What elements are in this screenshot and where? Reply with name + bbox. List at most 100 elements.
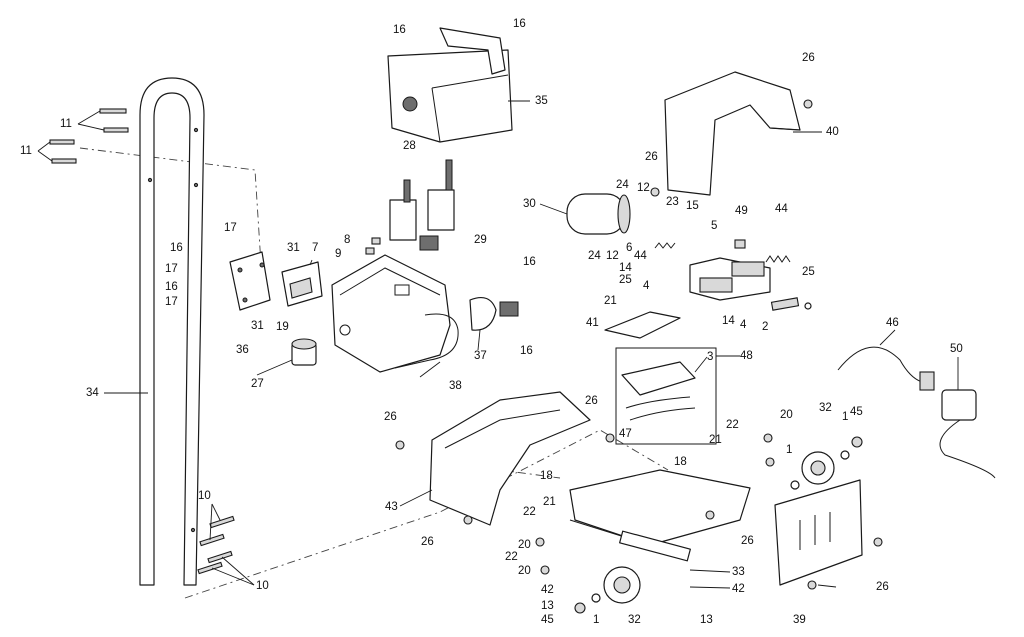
callout-49: 49 xyxy=(735,205,748,217)
callout-26: 26 xyxy=(645,151,658,163)
control-box xyxy=(331,254,459,373)
callout-41: 41 xyxy=(586,317,599,329)
callout-34: 34 xyxy=(86,387,99,399)
callout-13: 13 xyxy=(700,614,713,626)
callout-11: 11 xyxy=(60,118,72,130)
callout-16: 16 xyxy=(165,281,178,293)
callout-9: 9 xyxy=(335,248,341,260)
callout-17: 17 xyxy=(165,296,178,308)
callout-21: 21 xyxy=(543,496,556,508)
callout-35: 35 xyxy=(535,95,548,107)
callout-4: 4 xyxy=(643,280,650,292)
callout-44: 44 xyxy=(634,250,647,262)
pin xyxy=(770,297,800,311)
bracket xyxy=(604,311,681,339)
callout-18: 18 xyxy=(540,470,553,482)
callout-47: 47 xyxy=(619,428,632,440)
callout-31: 31 xyxy=(251,320,264,332)
callout-26: 26 xyxy=(585,395,598,407)
callout-5: 5 xyxy=(711,220,717,232)
callout-16: 16 xyxy=(523,256,536,268)
callout-16: 16 xyxy=(520,345,533,357)
bolts-11 xyxy=(49,108,129,164)
callout-45: 45 xyxy=(541,614,554,626)
callout-13: 13 xyxy=(541,600,554,612)
leader-lines xyxy=(37,100,959,589)
callout-labels: 11 11 17 16 17 16 17 31 7 31 36 19 27 34… xyxy=(20,18,963,626)
fasteners xyxy=(395,99,883,614)
assembly-guide-lines xyxy=(79,147,669,599)
callout-24: 24 xyxy=(588,250,601,262)
callout-42: 42 xyxy=(541,584,554,596)
callout-25: 25 xyxy=(802,266,815,278)
callout-42: 42 xyxy=(732,583,745,595)
callout-4: 4 xyxy=(740,319,747,331)
emergency-button xyxy=(469,297,497,331)
relay-block xyxy=(281,261,323,307)
callout-39: 39 xyxy=(793,614,806,626)
callout-22: 22 xyxy=(726,419,739,431)
springs xyxy=(654,242,791,263)
callout-33: 33 xyxy=(732,566,745,578)
callout-26: 26 xyxy=(802,52,815,64)
joystick-switches xyxy=(389,159,455,241)
callout-31: 31 xyxy=(287,242,300,254)
callout-2: 2 xyxy=(762,321,768,333)
small-switches xyxy=(365,235,519,317)
callout-17: 17 xyxy=(224,222,237,234)
callout-44: 44 xyxy=(775,203,788,215)
callout-40: 40 xyxy=(826,126,839,138)
callout-6: 6 xyxy=(626,242,632,254)
callout-10: 10 xyxy=(256,580,269,592)
power-cord xyxy=(837,346,935,391)
callout-27: 27 xyxy=(251,378,264,390)
callout-12: 12 xyxy=(606,250,619,262)
callout-18: 18 xyxy=(674,456,687,468)
mounting-plate xyxy=(229,251,271,311)
callout-19: 19 xyxy=(276,321,289,333)
callout-10: 10 xyxy=(198,490,211,502)
callout-8: 8 xyxy=(344,234,350,246)
handle-tube xyxy=(139,77,205,586)
callout-25: 25 xyxy=(619,274,632,286)
charger xyxy=(939,389,996,479)
callout-38: 38 xyxy=(449,380,462,392)
upper-housing xyxy=(387,27,513,143)
callout-16: 16 xyxy=(393,24,406,36)
callout-26: 26 xyxy=(741,535,754,547)
side-housing xyxy=(429,391,591,526)
callout-14: 14 xyxy=(722,315,735,327)
motor xyxy=(566,193,631,235)
callout-3: 3 xyxy=(707,351,713,363)
callout-1: 1 xyxy=(593,614,599,626)
kit-box xyxy=(615,347,717,445)
callout-12: 12 xyxy=(637,182,650,194)
callout-37: 37 xyxy=(474,350,487,362)
callout-26: 26 xyxy=(421,536,434,548)
callout-22: 22 xyxy=(523,506,536,518)
bolts-10 xyxy=(197,515,235,575)
callout-36: 36 xyxy=(236,344,249,356)
callout-23: 23 xyxy=(666,196,679,208)
callout-21: 21 xyxy=(604,295,617,307)
pedal-assembly xyxy=(689,257,771,301)
callout-45: 45 xyxy=(850,406,863,418)
callout-11: 11 xyxy=(20,145,32,157)
callout-14: 14 xyxy=(619,262,632,274)
callout-24: 24 xyxy=(616,179,629,191)
callout-1: 1 xyxy=(842,411,848,423)
callout-16: 16 xyxy=(513,18,526,30)
callout-17: 17 xyxy=(165,263,178,275)
callout-1: 1 xyxy=(786,444,792,456)
callout-20: 20 xyxy=(780,409,793,421)
callout-7: 7 xyxy=(312,242,318,254)
callout-43: 43 xyxy=(385,501,398,513)
callout-26: 26 xyxy=(876,581,889,593)
callout-30: 30 xyxy=(523,198,536,210)
callout-26: 26 xyxy=(384,411,397,423)
wheels xyxy=(603,451,835,604)
callout-15: 15 xyxy=(686,200,699,212)
callout-29: 29 xyxy=(474,234,487,246)
